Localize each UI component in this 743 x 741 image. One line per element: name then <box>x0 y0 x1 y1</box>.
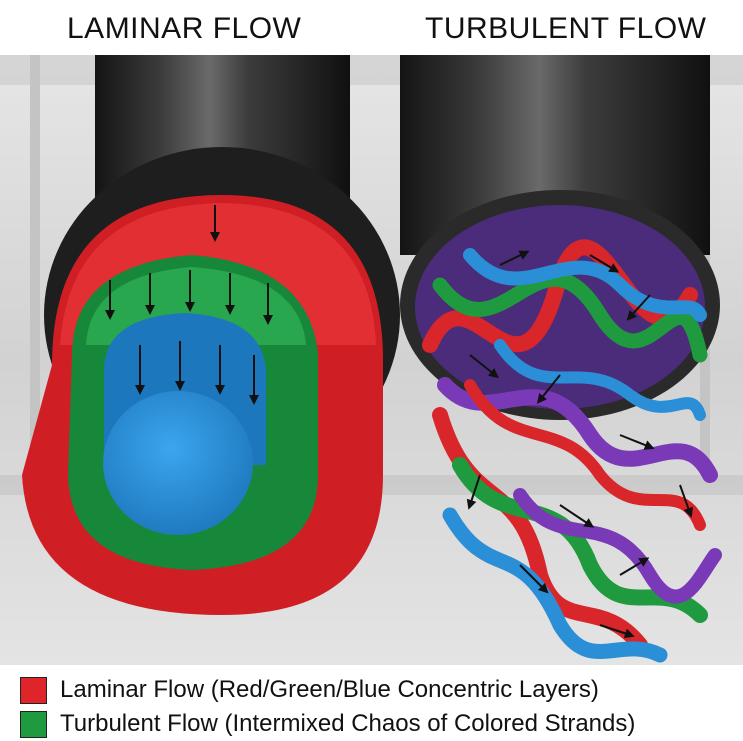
turbulent-arrow <box>599 624 635 639</box>
turbulent-arrow <box>469 354 499 379</box>
turbulent-flow-title: TURBULENT FLOW <box>425 12 707 45</box>
turbulent-arrow <box>519 564 549 594</box>
header: LAMINAR FLOW TURBULENT FLOW <box>0 0 743 55</box>
laminar-flow-title: LAMINAR FLOW <box>67 12 302 45</box>
laminar-blue-core-face <box>103 391 253 535</box>
turbulent-arrow <box>589 254 620 273</box>
laminar-pipe <box>22 55 400 615</box>
turbulent-strand-blue <box>494 339 706 421</box>
turbulent-pipe-interior <box>415 205 705 409</box>
turbulent-strand-blue <box>442 507 668 663</box>
legend-item-laminar: Laminar Flow (Red/Green/Blue Concentric … <box>20 673 599 707</box>
turbulent-strand-green <box>432 271 708 363</box>
turbulent-arrow <box>619 557 650 576</box>
flow-illustration <box>0 55 743 665</box>
turbulent-strand-purple <box>513 488 722 604</box>
legend-label: Turbulent Flow (Intermixed Chaos of Colo… <box>60 710 636 737</box>
turbulent-arrow <box>619 434 655 450</box>
turbulent-pipe <box>400 55 722 663</box>
turbulent-arrow <box>536 374 561 404</box>
legend-swatch-green <box>20 710 47 738</box>
turbulent-arrow <box>679 484 694 518</box>
legend-item-turbulent: Turbulent Flow (Intermixed Chaos of Colo… <box>20 707 635 741</box>
legend-swatch-red <box>20 676 47 704</box>
turbulent-arrow <box>559 504 595 528</box>
turbulent-strand-red <box>464 379 706 531</box>
turbulent-arrow <box>626 294 651 321</box>
turbulent-strand-blue <box>463 248 707 322</box>
turbulent-arrow <box>499 250 530 266</box>
legend: Laminar Flow (Red/Green/Blue Concentric … <box>0 665 743 741</box>
legend-label: Laminar Flow (Red/Green/Blue Concentric … <box>60 676 599 703</box>
wall-post-left <box>30 55 40 475</box>
turbulent-arrow <box>466 474 481 510</box>
